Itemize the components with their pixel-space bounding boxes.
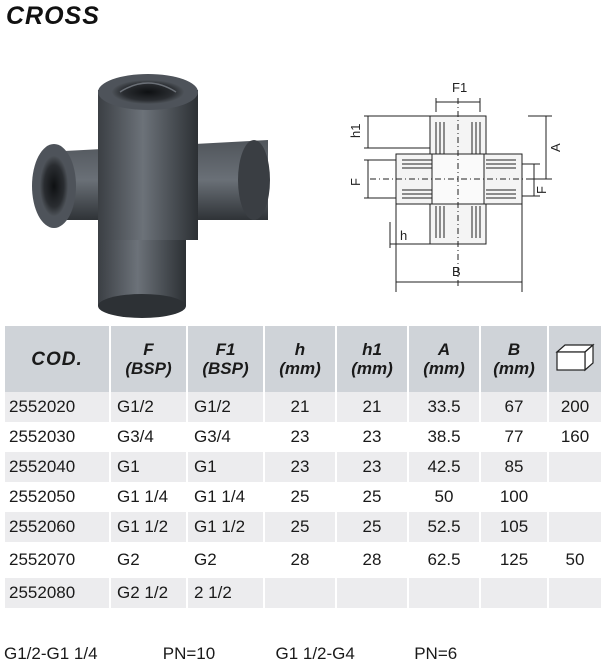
cell-package: [549, 482, 601, 512]
col-header-package: [549, 326, 601, 392]
cell-package: 50: [565, 550, 585, 569]
cell-h: 21: [265, 392, 335, 422]
drawing-label-f-right: F: [534, 186, 549, 194]
product-photo: [32, 74, 270, 318]
cell-a: 50: [434, 487, 454, 506]
cell-package: 200: [549, 392, 601, 422]
cell-b: 100: [499, 487, 529, 506]
cell-f: G1 1/2: [111, 512, 186, 542]
pn-1: PN=10: [162, 644, 216, 663]
cell-b: 67: [481, 392, 547, 422]
cell-h: 25: [265, 512, 335, 542]
cell-f1: 2 1/2: [188, 578, 263, 608]
cell-b: [481, 578, 547, 608]
range-1: G1/2-G1 1/4: [4, 644, 98, 663]
cell-h1: 21: [337, 392, 407, 422]
col-header-h: h(mm): [265, 326, 335, 392]
pn-2: PN=6: [414, 644, 458, 663]
spec-table: COD. F(BSP) F1(BSP) h(mm) h1(mm) A(mm) B…: [3, 326, 603, 608]
col-header-f: F(BSP): [111, 326, 186, 392]
col-header-cod: COD.: [5, 326, 109, 392]
pressure-rating-footer: G1/2-G1 1/4 PN=10 G1 1/2-G4 PN=6: [4, 644, 457, 664]
cell-h: 23: [290, 427, 310, 446]
cell-f1: G1 1/2: [188, 512, 263, 542]
cell-b: 125: [499, 550, 529, 569]
cell-cod: 2552060: [5, 512, 109, 542]
drawing-label-b: B: [452, 264, 461, 279]
cell-f1: G1: [188, 452, 263, 482]
cell-cod: 2552080: [5, 578, 109, 608]
table-row: 2552020 G1/2 G1/2 21 21 33.5 67 200: [5, 392, 601, 422]
cell-b: 77: [504, 427, 524, 446]
cell-h: 23: [265, 452, 335, 482]
cell-f1: G2: [194, 550, 217, 569]
cell-package: [549, 578, 601, 608]
cell-h1: 25: [362, 487, 382, 506]
cell-h1: 25: [337, 512, 407, 542]
drawing-label-f1: F1: [452, 80, 467, 95]
cell-a: 38.5: [427, 427, 461, 446]
cell-cod: 2552050: [9, 487, 76, 506]
cell-package: 160: [560, 427, 590, 446]
cell-a: 33.5: [409, 392, 479, 422]
cell-h1: [337, 578, 407, 608]
drawing-label-h1: h1: [348, 124, 363, 138]
range-2: G1 1/2-G4: [275, 644, 355, 663]
table-row: 2552050 G1 1/4 G1 1/4 25 25 50 100: [5, 482, 601, 512]
cell-h1: 23: [362, 427, 382, 446]
cell-f1: G3/4: [194, 427, 231, 446]
drawing-label-a: A: [548, 143, 563, 152]
cell-a: 42.5: [409, 452, 479, 482]
cell-cod: 2552030: [9, 427, 76, 446]
page-title: CROSS: [6, 2, 100, 30]
cell-h1: 28: [362, 550, 382, 569]
cell-f: G1 1/4: [117, 487, 169, 506]
drawing-label-f-left: F: [348, 178, 363, 186]
cell-f: G1/2: [111, 392, 186, 422]
table-header-row: COD. F(BSP) F1(BSP) h(mm) h1(mm) A(mm) B…: [5, 326, 601, 392]
col-header-b: B(mm): [481, 326, 547, 392]
cell-h1: 23: [337, 452, 407, 482]
box-icon: [555, 343, 595, 372]
cell-f1: G1 1/4: [194, 487, 246, 506]
cell-cod: 2552020: [5, 392, 109, 422]
table-row: 2552040 G1 G1 23 23 42.5 85: [5, 452, 601, 482]
cell-a: 62.5: [427, 550, 461, 569]
col-header-f1: F1(BSP): [188, 326, 263, 392]
cell-f: G2: [117, 550, 140, 569]
cell-package: [549, 452, 601, 482]
col-header-h1: h1(mm): [337, 326, 407, 392]
cell-package: [549, 512, 601, 542]
technical-drawing: F1 h1 A F F h B: [348, 80, 563, 292]
cell-f1: G1/2: [188, 392, 263, 422]
cell-h: 28: [290, 550, 310, 569]
cell-a: 52.5: [409, 512, 479, 542]
table-row: 2552060 G1 1/2 G1 1/2 25 25 52.5 105: [5, 512, 601, 542]
cell-f: G1: [111, 452, 186, 482]
cell-b: 105: [481, 512, 547, 542]
cell-b: 85: [481, 452, 547, 482]
table-row: 2552030 G3/4 G3/4 23 23 38.5 77 160: [5, 422, 601, 452]
col-header-a: A(mm): [409, 326, 479, 392]
cell-a: [409, 578, 479, 608]
table-row: 2552070 G2 G2 28 28 62.5 125 50: [5, 542, 601, 578]
cell-h: 25: [290, 487, 310, 506]
cell-f: G2 1/2: [111, 578, 186, 608]
drawing-label-h: h: [400, 228, 407, 243]
cell-h: [265, 578, 335, 608]
cell-cod: 2552070: [9, 550, 76, 569]
cell-cod: 2552040: [5, 452, 109, 482]
cell-f: G3/4: [117, 427, 154, 446]
table-row: 2552080 G2 1/2 2 1/2: [5, 578, 601, 608]
